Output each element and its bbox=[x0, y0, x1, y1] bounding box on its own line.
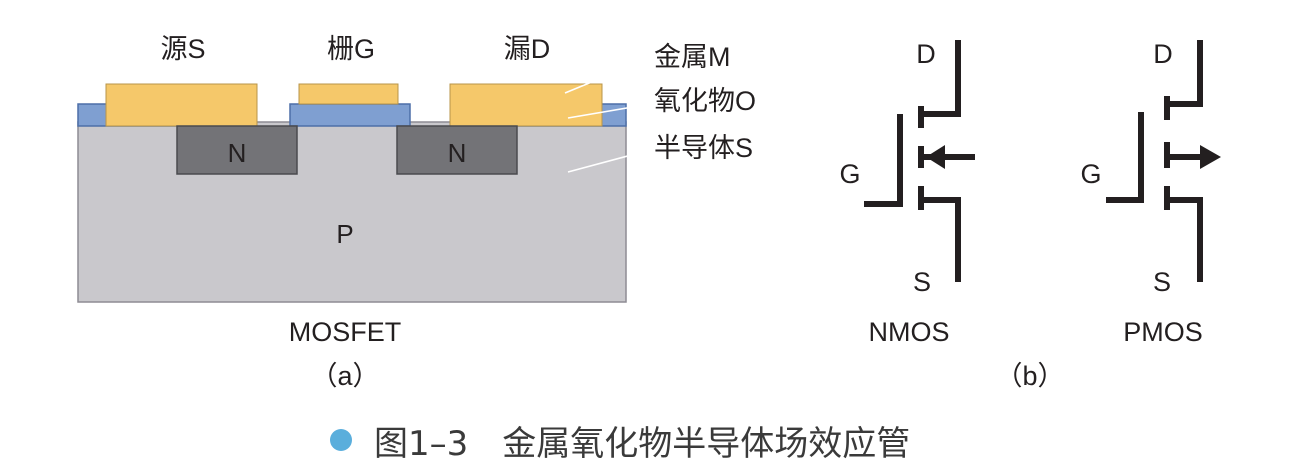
figure-caption: 图1–3 金属氧化物半导体场效应管 bbox=[330, 414, 910, 466]
pmos-source-lead bbox=[1167, 197, 1203, 282]
pmos-arrow-icon bbox=[1200, 145, 1221, 169]
pmos-gate-label: G bbox=[1080, 159, 1101, 189]
pmos-symbol bbox=[1106, 40, 1221, 282]
n-well-drain-label: N bbox=[448, 138, 467, 168]
pmos-name-label: PMOS bbox=[1123, 317, 1203, 347]
drain-terminal-label: 漏D bbox=[504, 34, 551, 64]
source-terminal-label: 源S bbox=[160, 34, 205, 64]
n-well-drain bbox=[396, 125, 518, 175]
figure-caption-text: 图1–3 金属氧化物半导体场效应管 bbox=[374, 423, 911, 464]
caption-bullet-icon bbox=[330, 429, 352, 451]
panel-b-tag: （b） bbox=[995, 361, 1064, 391]
nmos-drain-label: D bbox=[916, 39, 936, 69]
nmos-gate-lead bbox=[864, 114, 903, 207]
source-metal bbox=[105, 83, 258, 127]
panel-a-tag: （a） bbox=[310, 361, 379, 391]
nmos-drain-lead bbox=[921, 40, 961, 117]
nmos-name-label: NMOS bbox=[869, 317, 950, 347]
gate-metal bbox=[298, 83, 399, 105]
metal-leader-line bbox=[564, 57, 651, 94]
nmos-source-label: S bbox=[913, 267, 931, 297]
p-substrate-label: P bbox=[336, 219, 353, 249]
semiconductor-layer-label: 半导体S bbox=[654, 133, 753, 163]
oxide-layer-center bbox=[289, 103, 411, 127]
p-substrate bbox=[77, 121, 627, 303]
nmos-gate-label: G bbox=[839, 159, 860, 189]
oxide-leader-line bbox=[567, 103, 651, 119]
mosfet-name-label: MOSFET bbox=[289, 317, 402, 347]
semiconductor-leader-line bbox=[567, 149, 651, 173]
metal-layer-label: 金属M bbox=[654, 42, 731, 72]
n-well-source bbox=[176, 125, 298, 175]
pmos-source-label: S bbox=[1153, 267, 1171, 297]
nmos-source-lead bbox=[921, 197, 961, 282]
gate-terminal-label: 栅G bbox=[327, 34, 375, 64]
nmos-arrow-icon bbox=[926, 145, 945, 169]
nmos-symbol bbox=[864, 40, 975, 282]
oxide-layer-label: 氧化物O bbox=[654, 86, 756, 116]
drain-metal bbox=[449, 83, 603, 127]
pmos-drain-label: D bbox=[1153, 39, 1173, 69]
pmos-gate-lead bbox=[1106, 112, 1144, 203]
n-well-source-label: N bbox=[228, 138, 247, 168]
mosfet-cross-section: 源S 栅G 漏D 金属M 氧化物O 半导体S N N P MOSFET （a） bbox=[77, 34, 756, 391]
pmos-drain-lead bbox=[1167, 40, 1203, 107]
mosfet-diagram: 源S 栅G 漏D 金属M 氧化物O 半导体S N N P MOSFET （a） … bbox=[77, 34, 1221, 391]
